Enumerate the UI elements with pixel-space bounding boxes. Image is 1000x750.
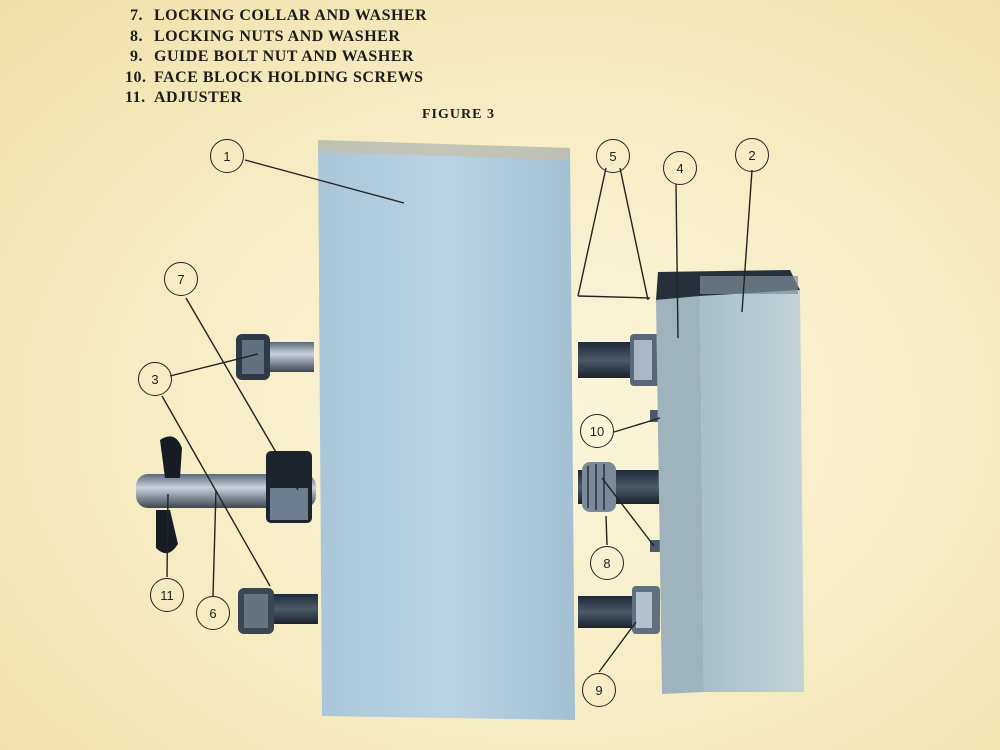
middle-right-bolt: [578, 462, 664, 512]
callout-5: 5: [596, 139, 630, 173]
face-block: [656, 296, 704, 694]
callout-10: 10: [580, 414, 614, 448]
figure-title: FIGURE 3: [422, 107, 495, 122]
legend-number: 8.: [130, 27, 143, 45]
lower-left-bolt: [238, 588, 318, 634]
legend-number: 10.: [125, 68, 147, 86]
callout-2: 2: [735, 138, 769, 172]
parts-legend: 7. LOCKING COLLAR AND WASHER 8. LOCKING NU…: [125, 6, 427, 109]
legend-item-11: 11. ADJUSTER: [125, 88, 427, 109]
legend-text: ADJUSTER: [154, 89, 243, 106]
lower-right-bolt: [578, 586, 660, 634]
callout-11: 11: [150, 578, 184, 612]
upper-right-bolt: [578, 334, 660, 386]
legend-number: 7.: [130, 7, 143, 24]
leader-lines: [161, 159, 753, 673]
upper-left-bolt: [236, 334, 314, 380]
callout-3: 3: [138, 362, 172, 396]
right-block: [700, 290, 804, 692]
main-block: [318, 140, 575, 720]
callout-6: 6: [196, 596, 230, 630]
callout-1: 1: [210, 139, 244, 173]
legend-number: 11.: [125, 89, 146, 106]
legend-text: GUIDE BOLT NUT AND WASHER: [154, 48, 414, 65]
legend-number: 9.: [130, 48, 143, 65]
legend-text: FACE BLOCK HOLDING SCREWS: [154, 68, 424, 86]
legend-text: LOCKING NUTS AND WASHER: [154, 27, 401, 45]
callout-9: 9: [582, 673, 616, 707]
legend-item-9: 9. GUIDE BOLT NUT AND WASHER: [130, 47, 427, 68]
legend-item-8: 8. LOCKING NUTS AND WASHER: [130, 27, 427, 48]
legend-text: LOCKING COLLAR AND WASHER: [154, 7, 428, 24]
callout-4: 4: [663, 151, 697, 185]
legend-item-10: 10. FACE BLOCK HOLDING SCREWS: [125, 68, 427, 89]
legend-item-7: 7. LOCKING COLLAR AND WASHER: [130, 6, 427, 27]
adjuster-shaft: [136, 436, 316, 554]
callout-7: 7: [164, 262, 198, 296]
callout-8: 8: [590, 546, 624, 580]
